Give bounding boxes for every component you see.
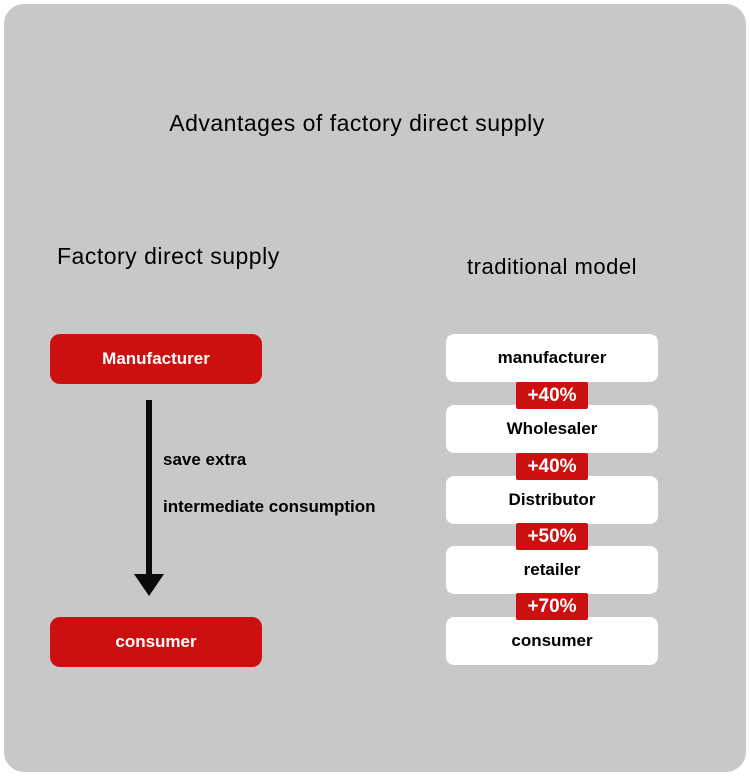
markup-badge-4: +70% [516, 593, 588, 620]
markup-badge-1: +40% [516, 382, 588, 409]
arrow-label-intermediate-consumption: intermediate consumption [163, 497, 376, 516]
down-arrow-head-icon [134, 574, 164, 596]
markup-badge-2: +40% [516, 453, 588, 480]
diagram-title: Advantages of factory direct supply [169, 110, 545, 136]
step-box-distributor: Distributor [446, 476, 658, 524]
step-box-manufacturer: manufacturer [446, 334, 658, 382]
markup-badge-3: +50% [516, 523, 588, 550]
left-column-heading: Factory direct supply [57, 243, 280, 269]
down-arrow-line [146, 400, 152, 576]
step-box-retailer: retailer [446, 546, 658, 594]
manufacturer-box: Manufacturer [50, 334, 262, 384]
consumer-box: consumer [50, 617, 262, 667]
arrow-label-save-extra: save extra [163, 450, 247, 469]
step-box-wholesaler: Wholesaler [446, 405, 658, 453]
step-box-consumer: consumer [446, 617, 658, 665]
right-column-heading: traditional model [467, 254, 637, 279]
